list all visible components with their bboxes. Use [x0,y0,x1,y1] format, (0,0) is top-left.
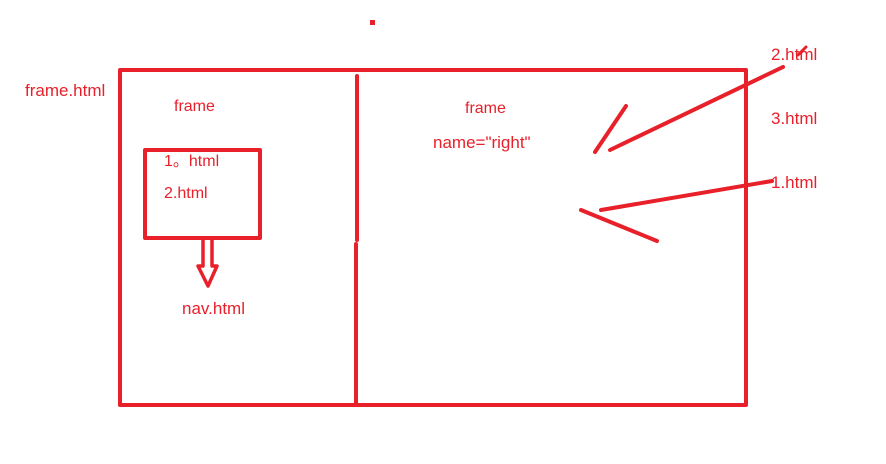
arrow-2html-shaft [608,65,785,152]
right-frame-label: frame [465,100,506,117]
target-page-3-label: 3.html [771,109,818,128]
nav-list-box [143,148,262,240]
target-page-1-label: 1.html [771,173,818,192]
left-frame-label: frame [174,98,215,115]
nav-item-1-label: 1。html [164,153,220,170]
arrow-2html-head [593,104,628,154]
arrow-1html-head [579,208,659,243]
arrow-1html-shaft [599,179,774,212]
frameset-outer-box [118,68,748,407]
target-page-2-label: 2.html [771,45,818,64]
nav-page-label: nav.html [182,299,245,318]
down-arrow-icon [196,238,219,288]
outer-page-label: frame.html [25,81,106,100]
right-frame-name-label: name="right" [433,133,531,152]
nav-item-2-label: 2.html [164,185,208,202]
arrow-2html-tail-tick [796,45,808,57]
stray-dot-mark [370,20,375,25]
